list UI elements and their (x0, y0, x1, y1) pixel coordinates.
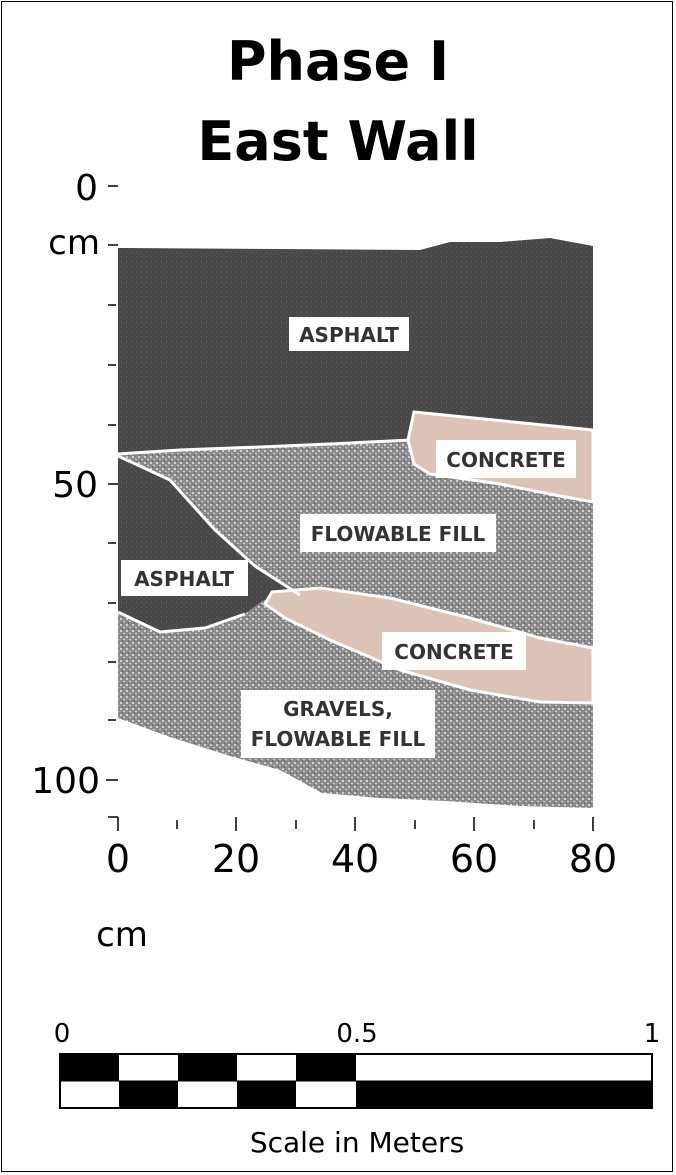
depth-label-50: 50 (52, 465, 98, 506)
label-bg-concrete-upper (436, 440, 576, 478)
contact-line-asphalt-lower (117, 454, 301, 597)
title-line-1: Phase I (227, 30, 449, 93)
scale-seg-top-5 (296, 1054, 356, 1081)
scale-bar: 0 0.5 1 Scale in Meters (54, 1019, 661, 1159)
label-concrete-lower: CONCRETE (394, 640, 513, 664)
horizontal-axis: 0 20 40 60 80 cm (96, 816, 617, 955)
scale-seg-bottom-2 (119, 1081, 178, 1108)
h-unit-label: cm (96, 915, 148, 955)
depth-label-100: 100 (31, 761, 100, 802)
h-label-20: 20 (212, 837, 260, 881)
contact-line-upper (117, 438, 411, 456)
label-asphalt-upper: ASPHALT (299, 323, 399, 347)
label-asphalt-lower: ASPHALT (134, 567, 234, 591)
h-label-60: 60 (450, 837, 498, 881)
scale-label-mid: 0.5 (336, 1019, 377, 1049)
scale-seg-top-1 (60, 1054, 119, 1081)
label-gravels-line-1: GRAVELS, (283, 697, 393, 721)
scale-caption: Scale in Meters (250, 1126, 464, 1159)
depth-unit-label: cm (48, 223, 100, 263)
scale-seg-top-3 (178, 1054, 237, 1081)
label-bg-flowable-fill (300, 514, 496, 552)
label-bg-asphalt-upper (289, 317, 409, 351)
label-bg-asphalt-lower (121, 560, 248, 596)
label-gravels-line-2: FLOWABLE FILL (251, 727, 426, 751)
depth-label-0: 0 (75, 168, 98, 209)
depth-axis: 0 cm 50 100 (31, 168, 118, 802)
scale-label-end: 1 (644, 1019, 661, 1049)
label-concrete-upper: CONCRETE (446, 448, 565, 472)
h-label-0: 0 (106, 837, 130, 881)
scale-seg-bottom-4 (237, 1081, 296, 1108)
h-label-80: 80 (569, 837, 617, 881)
label-bg-concrete-lower (382, 632, 526, 670)
h-label-40: 40 (331, 837, 379, 881)
scale-label-start: 0 (54, 1019, 71, 1049)
label-bg-gravels (241, 690, 435, 758)
title-line-2: East Wall (197, 110, 478, 173)
layer-labels: ASPHALT CONCRETE FLOWABLE FILL ASPHALT C… (121, 317, 576, 758)
scale-seg-bottom-right (356, 1081, 652, 1108)
label-flowable-fill: FLOWABLE FILL (311, 522, 486, 546)
contact-line-base (117, 610, 246, 634)
